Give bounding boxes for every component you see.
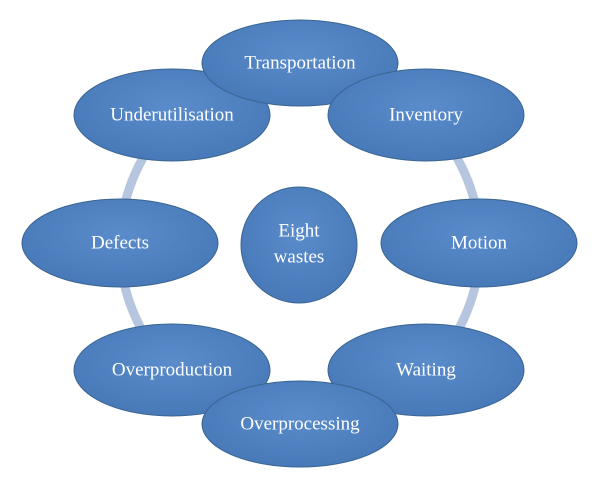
node-inventory: Inventory xyxy=(327,68,525,162)
node-transportation: Transportation xyxy=(201,19,399,107)
center-label-line1: Eight xyxy=(278,221,320,242)
node-label-overproduction: Overproduction xyxy=(112,360,233,381)
node-defects: Defects xyxy=(21,198,219,288)
node-label-defects: Defects xyxy=(91,233,149,254)
node-motion: Motion xyxy=(380,198,578,288)
node-overprocessing: Overprocessing xyxy=(201,380,399,468)
center-label-line2: wastes xyxy=(274,247,325,268)
node-label-motion: Motion xyxy=(451,233,507,254)
node-underutilisation: Underutilisation xyxy=(73,68,271,162)
node-label-transportation: Transportation xyxy=(244,53,356,74)
node-label-overprocessing: Overprocessing xyxy=(240,414,360,435)
center-node: Eight wastes xyxy=(240,186,358,304)
node-label-inventory: Inventory xyxy=(389,105,463,126)
node-label-waiting: Waiting xyxy=(396,360,456,381)
node-label-underutilisation: Underutilisation xyxy=(110,105,234,126)
node-waiting: Waiting xyxy=(327,323,525,417)
node-overproduction: Overproduction xyxy=(73,323,271,417)
